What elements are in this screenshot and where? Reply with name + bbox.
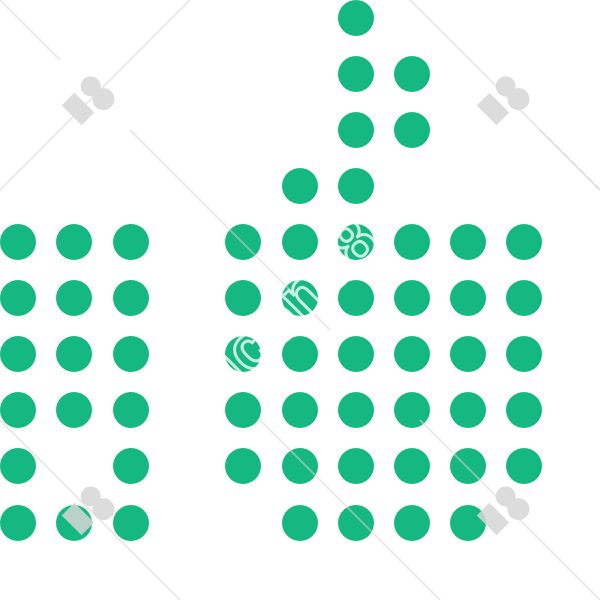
dot (338, 224, 374, 260)
dot (0, 392, 36, 428)
dot (0, 448, 36, 484)
icons8-logo-icon (61, 76, 115, 126)
dot (394, 392, 430, 428)
dot (394, 280, 430, 316)
watermark-line (259, 419, 441, 600)
dot (113, 336, 149, 372)
dot (394, 56, 430, 92)
dot (450, 448, 486, 484)
watermark-line (0, 419, 181, 600)
dot (113, 280, 149, 316)
dot (450, 280, 486, 316)
dot (282, 392, 318, 428)
dot (338, 505, 374, 541)
dot (0, 505, 36, 541)
dot (338, 448, 374, 484)
dot (113, 505, 149, 541)
dot (113, 224, 149, 260)
dot (225, 280, 261, 316)
dot (506, 280, 542, 316)
dot (506, 224, 542, 260)
dot (282, 168, 318, 204)
watermark-line (0, 0, 61, 61)
dot (338, 0, 374, 36)
dot (56, 336, 92, 372)
dot (394, 448, 430, 484)
dot (56, 224, 92, 260)
icons8-logo-icon (476, 76, 530, 126)
watermark-line (129, 129, 331, 331)
dot (338, 56, 374, 92)
dot (282, 505, 318, 541)
dot (0, 224, 36, 260)
dot (450, 392, 486, 428)
dot (113, 448, 149, 484)
dot (338, 168, 374, 204)
dot (282, 280, 318, 316)
dot (450, 224, 486, 260)
dot (506, 448, 542, 484)
dot (0, 280, 36, 316)
dot (225, 392, 261, 428)
icons8-logo-icon (61, 486, 115, 536)
dot (338, 392, 374, 428)
dot (282, 448, 318, 484)
thumbs-up-dot-grid (0, 0, 542, 541)
dot (394, 505, 430, 541)
dot (0, 336, 36, 372)
dot (56, 280, 92, 316)
dot (225, 336, 261, 372)
dot (394, 112, 430, 148)
dot (338, 280, 374, 316)
dot (56, 392, 92, 428)
icons8-logo-icon (476, 486, 530, 536)
dot (282, 336, 318, 372)
dot (338, 336, 374, 372)
dot (282, 224, 318, 260)
dot (506, 392, 542, 428)
dot (506, 336, 542, 372)
dot (450, 505, 486, 541)
dot (450, 336, 486, 372)
dot (394, 336, 430, 372)
dot (225, 448, 261, 484)
dot (338, 112, 374, 148)
watermark-line (539, 129, 600, 191)
dot (394, 224, 430, 260)
dot (113, 392, 149, 428)
